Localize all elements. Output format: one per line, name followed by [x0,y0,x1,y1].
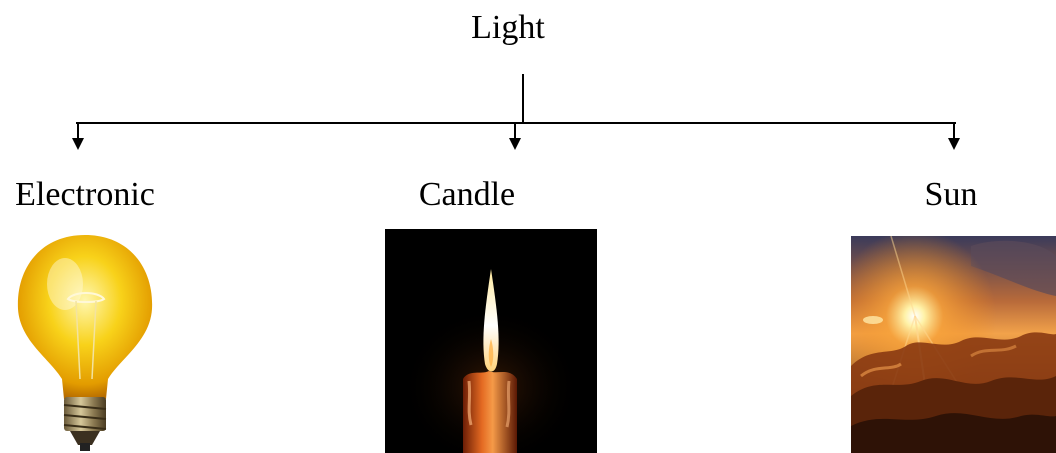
root-label: Light [471,8,545,48]
branch-label-electronic: Electronic [15,175,155,215]
branch-label-candle: Candle [419,175,515,215]
arrowhead-sun [948,138,960,150]
light-bulb-icon [10,229,160,453]
candle-flame-icon [385,229,597,453]
sunset-clouds-icon [851,236,1056,453]
arrowhead-candle [509,138,521,150]
branch-label-sun: Sun [925,175,978,215]
arrowhead-electronic [72,138,84,150]
